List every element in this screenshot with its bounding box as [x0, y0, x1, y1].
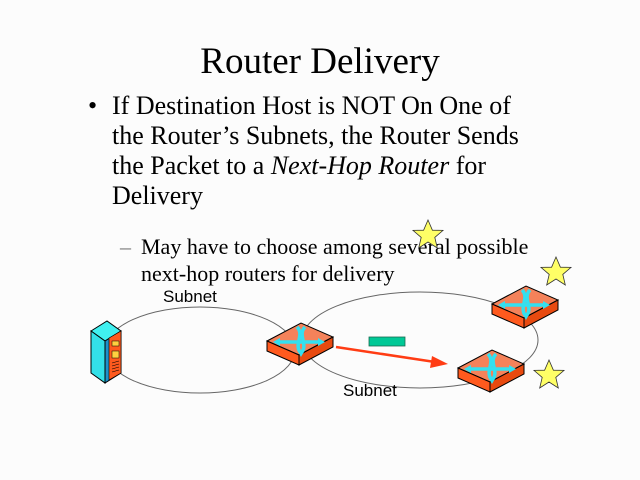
router-next-hop-bottom [456, 348, 526, 394]
router-next-hop-top [490, 284, 560, 330]
bullet-line-3-before: the Packet to a [112, 151, 271, 180]
router-source [265, 321, 335, 367]
bullet-line-3-after: for [449, 151, 487, 180]
delivery-arrow [335, 345, 448, 368]
sub-bullet-marker: – [120, 234, 131, 259]
packet-icon [368, 336, 406, 347]
sub-bullet-line-2: next-hop routers for delivery [141, 261, 395, 286]
next-hop-router-emphasis: Next-Hop Router [270, 151, 450, 180]
bullet-marker: • [88, 91, 98, 120]
star-icon [540, 256, 572, 286]
subnet-left-label: Subnet [163, 287, 217, 306]
star-icon [412, 219, 444, 249]
bullet-line-1: If Destination Host is NOT On One of [112, 91, 511, 120]
bullet-line-4: Delivery [112, 181, 203, 210]
server-icon [90, 320, 122, 384]
subnet-right-label: Subnet [343, 381, 397, 400]
bullet-line-2: the Router’s Subnets, the Router Sends [112, 121, 519, 150]
slide-title: Router Delivery [200, 41, 440, 82]
sub-bullet-line-1: May have to choose among several possibl… [141, 234, 529, 259]
star-icon [533, 359, 565, 389]
bullet-line-3: the Packet to a Next-Hop Router for [112, 151, 582, 181]
